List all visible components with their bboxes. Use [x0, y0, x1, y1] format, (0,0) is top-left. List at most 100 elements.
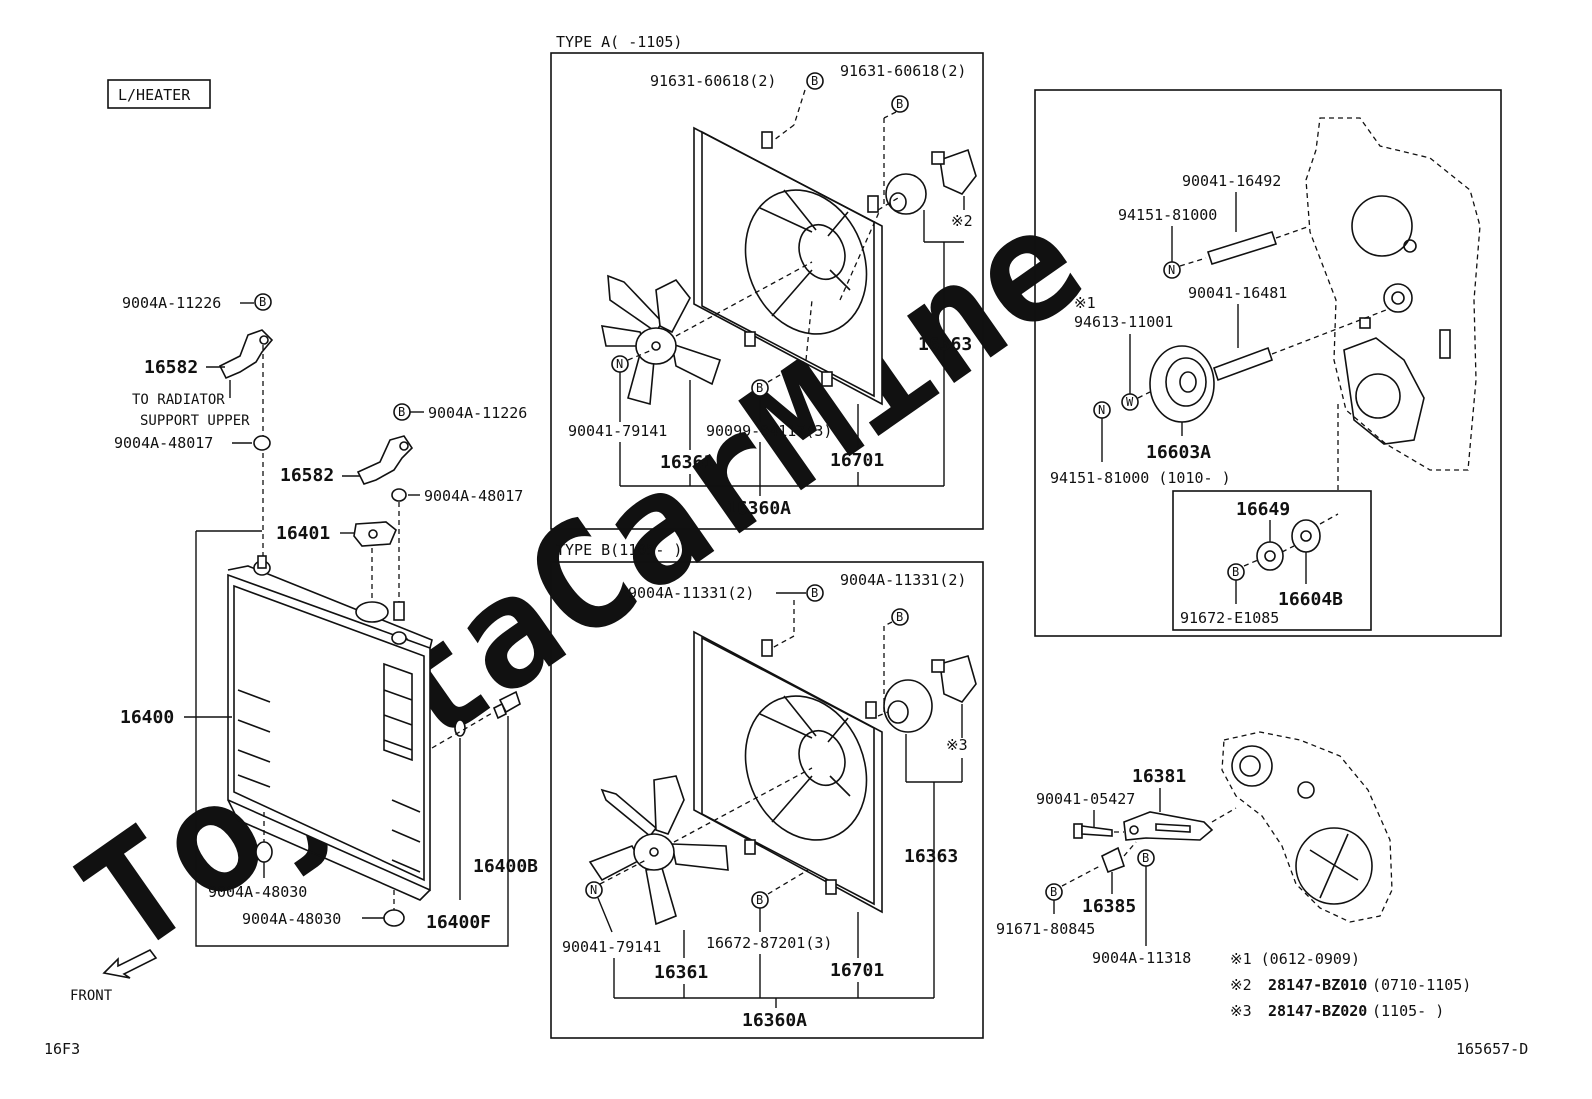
label-16649[interactable]: 16649 — [1236, 499, 1290, 520]
label-91671-80845[interactable]: 91671-80845 — [996, 920, 1095, 938]
nut-16385[interactable] — [1100, 846, 1126, 874]
label-16603a[interactable]: 16603A — [1146, 442, 1211, 463]
fan-motor-16363-a[interactable] — [885, 148, 977, 215]
b-mark-a-3: B — [751, 379, 769, 397]
bracket-16582-b[interactable] — [356, 435, 414, 485]
label-9004a-48030-b[interactable]: 9004A-48030 — [242, 910, 341, 928]
label-16582-a[interactable]: 16582 — [144, 357, 198, 378]
n-mark-idler-1: N — [1163, 261, 1181, 279]
fan-blade-16361-b[interactable] — [588, 775, 729, 926]
label-16385[interactable]: 16385 — [1082, 896, 1136, 917]
label-9004a-48017-b[interactable]: 9004A-48017 — [424, 487, 523, 505]
label-b-16360a[interactable]: 16360A — [742, 1010, 807, 1031]
svg-text:B: B — [896, 97, 903, 111]
label-16604b[interactable]: 16604B — [1278, 589, 1343, 610]
label-90041-16492[interactable]: 90041-16492 — [1182, 172, 1281, 190]
label-16400b[interactable]: 16400B — [473, 856, 538, 877]
label-9004a-48017-a[interactable]: 9004A-48017 — [114, 434, 213, 452]
svg-text:B: B — [896, 610, 903, 624]
b-mark-b-3: B — [751, 891, 769, 909]
note-to-radiator: TO RADIATOR — [132, 392, 225, 408]
svg-text:B: B — [1050, 885, 1057, 899]
label-16401[interactable]: 16401 — [276, 523, 330, 544]
svg-text:N: N — [616, 357, 623, 371]
label-90041-16481[interactable]: 90041-16481 — [1188, 284, 1287, 302]
cushion-a[interactable] — [255, 841, 273, 863]
label-a-16361[interactable]: 16361 — [660, 452, 714, 473]
label-16400f[interactable]: 16400F — [426, 912, 491, 933]
svg-text:B: B — [1232, 565, 1239, 579]
svg-text:B: B — [756, 893, 763, 907]
svg-text:B: B — [756, 381, 763, 395]
label-94151-81000-a[interactable]: 94151-81000 — [1118, 206, 1217, 224]
radiator-cap[interactable] — [355, 601, 389, 623]
lheater-box — [107, 79, 211, 109]
label-b-9004a-11331-left[interactable]: 9004A-11331(2) — [628, 584, 754, 602]
label-9004a-11226-b[interactable]: 9004A-11226 — [428, 404, 527, 422]
bracket-16381[interactable] — [1123, 811, 1214, 841]
note-2-range: (0710-1105) — [1372, 976, 1471, 994]
label-16400[interactable]: 16400 — [120, 707, 174, 728]
label-9004a-11226-a[interactable]: 9004A-11226 — [122, 294, 221, 312]
stud-90041-16481[interactable] — [1212, 346, 1274, 382]
label-9004a-11318[interactable]: 9004A-11318 — [1092, 949, 1191, 967]
o-ring-16400f[interactable] — [454, 719, 466, 737]
label-90041-05427[interactable]: 90041-05427 — [1036, 790, 1135, 808]
note-1: ※1 (0612-0909) — [1230, 950, 1360, 968]
bolt-90041-05427[interactable] — [1073, 823, 1113, 839]
b-mark-a-1: B — [806, 72, 824, 90]
pulley-16604b[interactable] — [1291, 519, 1321, 553]
stud-90041-16492[interactable] — [1206, 231, 1278, 265]
label-a-16360a[interactable]: 16360A — [726, 498, 791, 519]
label-b-note3[interactable]: ※3 — [946, 736, 968, 754]
bracket-16582-a[interactable] — [218, 329, 274, 380]
cushion-b[interactable] — [383, 909, 405, 927]
label-a-90041-79141[interactable]: 90041-79141 — [568, 422, 667, 440]
radiator-core-16400[interactable] — [227, 565, 433, 901]
label-a-note2[interactable]: ※2 — [951, 212, 973, 230]
idler-panel: 90041-16492 94151-81000 N 90041-16481 ※1… — [1034, 89, 1502, 637]
label-b-9004a-11331-right[interactable]: 9004A-11331(2) — [840, 571, 966, 589]
label-94613-11001[interactable]: 94613-11001 — [1074, 313, 1173, 331]
grommet-b[interactable] — [391, 488, 407, 502]
label-16582-b[interactable]: 16582 — [280, 465, 334, 486]
timing-cover[interactable] — [1305, 117, 1481, 471]
label-a-91631-right[interactable]: 91631-60618(2) — [840, 62, 966, 80]
label-b-16701[interactable]: 16701 — [830, 960, 884, 981]
type-a-box — [550, 52, 984, 530]
label-note1-idler[interactable]: ※1 — [1074, 294, 1096, 312]
label-b-16672-87201[interactable]: 16672-87201(3) — [706, 934, 832, 952]
label-16381[interactable]: 16381 — [1132, 766, 1186, 787]
engine-cover-lower[interactable] — [1221, 731, 1393, 923]
footer-right-code: 165657-D — [1456, 1040, 1528, 1058]
note-3-part: 28147-BZ020 — [1268, 1002, 1367, 1020]
note-2-mark: ※2 — [1230, 976, 1252, 994]
type-a-panel: TYPE A( -1105) 91631-60618(2) B 91631-60… — [550, 33, 984, 530]
label-94151-81000-b[interactable]: 94151-81000 (1010- ) — [1050, 469, 1231, 487]
w-mark-idler: W — [1121, 393, 1139, 411]
b-mark-b-1: B — [806, 584, 824, 602]
n-mark-idler-2: N — [1093, 401, 1111, 419]
label-a-16363[interactable]: 16363 — [918, 334, 972, 355]
label-9004a-48030-a[interactable]: 9004A-48030 — [208, 883, 307, 901]
fan-shroud-16701-a[interactable] — [693, 126, 887, 406]
label-91672-e1085[interactable]: 91672-E1085 — [1180, 609, 1279, 627]
idler-pulley-16603a[interactable] — [1149, 345, 1215, 423]
label-a-90099-04117[interactable]: 90099-04117(3) — [706, 422, 832, 440]
label-b-16363[interactable]: 16363 — [904, 846, 958, 867]
svg-text:B: B — [1142, 851, 1149, 865]
label-a-91631-left[interactable]: 91631-60618(2) — [650, 72, 776, 90]
label-a-16701[interactable]: 16701 — [830, 450, 884, 471]
b-mark-left-1: B — [254, 293, 272, 311]
grommet-a[interactable] — [253, 435, 271, 451]
fan-blade-16361-a[interactable] — [600, 274, 722, 406]
label-b-90041-79141[interactable]: 90041-79141 — [562, 938, 661, 956]
washer-16649[interactable] — [1256, 541, 1284, 571]
label-b-16361[interactable]: 16361 — [654, 962, 708, 983]
n-mark-b: N — [585, 881, 603, 899]
b-mark-left-2: B — [393, 403, 411, 421]
svg-text:B: B — [811, 586, 818, 600]
idler-box — [1034, 89, 1502, 637]
fan-shroud-16701-b[interactable] — [693, 630, 887, 914]
